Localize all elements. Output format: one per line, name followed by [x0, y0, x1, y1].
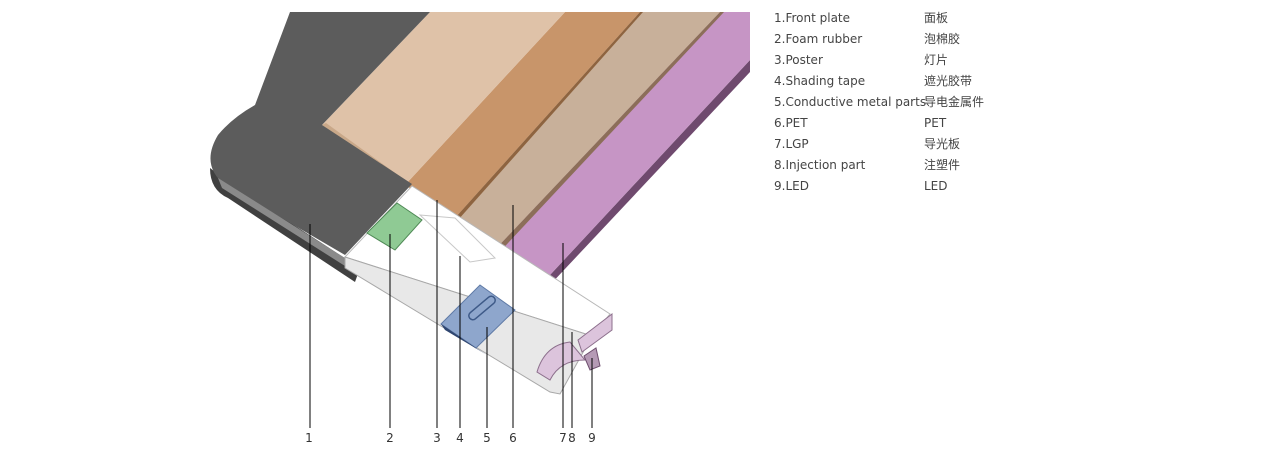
poster-edge	[455, 12, 643, 220]
injection-part-rib	[577, 312, 613, 353]
legend-row-lgp: 7.LGP 导光板	[774, 135, 1104, 156]
callout-1: 1	[305, 431, 313, 445]
legend-cn-label: 遮光胶带	[924, 74, 973, 88]
exploded-diagram: 1 2 3 4 5 6 7 8 9	[210, 12, 750, 445]
legend-row-front-plate: 1.Front plate 面板	[774, 9, 1104, 30]
conductive-metal-slot	[468, 295, 496, 321]
legend-row-pet: 6.PET PET	[774, 114, 1104, 135]
foam-rubber	[366, 202, 423, 251]
legend-cn-label: LED	[924, 179, 948, 193]
injection-part-curve	[536, 341, 587, 381]
legend-en-label: 1.Front plate	[774, 11, 851, 25]
callout-7: 7	[559, 431, 567, 445]
legend-row-foam-rubber: 2.Foam rubber 泡棉胶	[774, 30, 1104, 51]
legend-cn-label: PET	[924, 116, 947, 130]
legend-en-label: 7.LGP	[774, 137, 809, 151]
legend-en-label: 8.Injection part	[774, 158, 866, 172]
lgp-plate	[490, 12, 750, 275]
legend-en-label: 4.Shading tape	[774, 74, 866, 88]
legend-en-label: 2.Foam rubber	[774, 32, 863, 46]
legend-row-poster: 3.Poster 灯片	[774, 51, 1104, 72]
lgp-side	[548, 60, 750, 287]
legend-cn-label: 导光板	[924, 137, 961, 151]
pet-edge	[490, 12, 724, 258]
poster-plate	[405, 12, 640, 218]
legend-en-label: 9.LED	[774, 179, 809, 193]
legend-cn-label: 面板	[924, 11, 949, 25]
callout-8: 8	[568, 431, 576, 445]
callout-3: 3	[433, 431, 441, 445]
callout-6: 6	[509, 431, 517, 445]
sheet-top	[322, 12, 565, 185]
callout-2: 2	[386, 431, 394, 445]
legend-cn-label: 导电金属件	[924, 95, 985, 109]
legend-row-led: 9.LED LED	[774, 177, 1104, 198]
callout-9: 9	[588, 431, 596, 445]
legend-en-label: 3.Poster	[774, 53, 823, 67]
legend-row-injection-part: 8.Injection part 注塑件	[774, 156, 1104, 177]
callout-4: 4	[456, 431, 464, 445]
front-plate	[210, 12, 430, 255]
legend-cn-label: 泡棉胶	[924, 32, 961, 46]
legend-cn-label: 注塑件	[924, 158, 961, 172]
legend-row-conductive-metal: 5.Conductive metal parts 导电金属件	[774, 93, 1104, 114]
parts-legend: 1.Front plate 面板 2.Foam rubber 泡棉胶 3.Pos…	[774, 9, 1104, 198]
legend-row-shading-tape: 4.Shading tape 遮光胶带	[774, 72, 1104, 93]
legend-en-label: 6.PET	[774, 116, 808, 130]
shading-tape-strip	[418, 214, 497, 263]
callout-5: 5	[483, 431, 491, 445]
legend-cn-label: 灯片	[924, 53, 949, 67]
legend-en-label: 5.Conductive metal parts	[774, 95, 927, 109]
pet-plate	[455, 12, 720, 255]
front-plate-bevel	[218, 178, 345, 266]
